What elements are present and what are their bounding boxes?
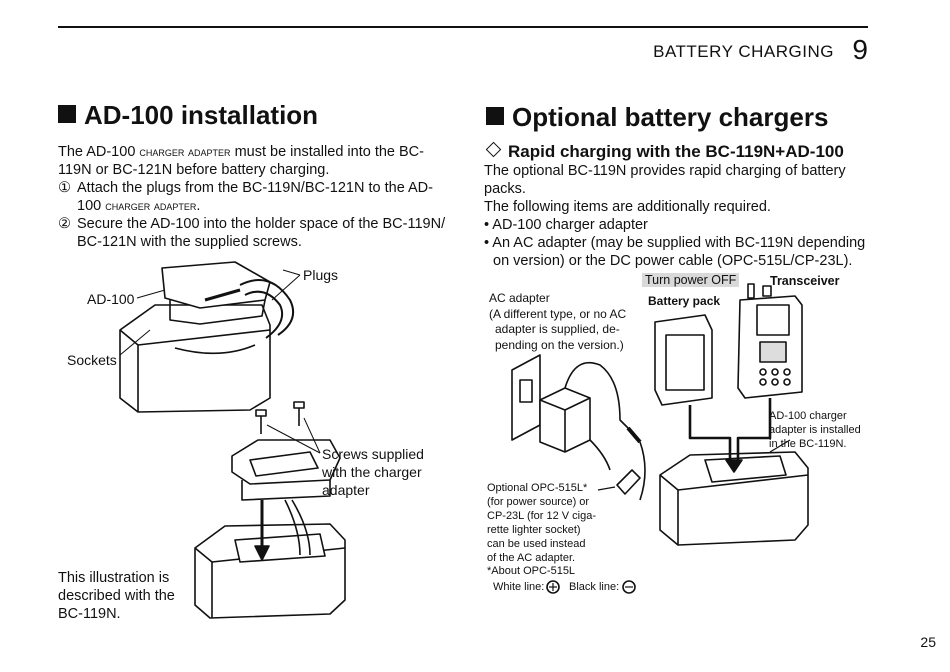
bullet-2-line-2: on version) or the DC power cable (OPC-5… <box>493 253 853 269</box>
label-battery-pack: Battery pack <box>648 294 721 308</box>
step-2-line-2: BC-121N with the supplied screws. <box>77 234 302 250</box>
step-1-line-2: 100 charger adapter. <box>77 197 433 215</box>
square-bullet-icon <box>58 105 76 123</box>
chapter-title: BATTERY CHARGING <box>653 42 834 61</box>
step-1: ① Attach the plugs from the BC-119N/BC-1… <box>58 179 448 215</box>
p2: The following items are additionally req… <box>484 199 771 215</box>
step-1-number: ① <box>58 180 71 196</box>
intro-line-1: The AD-100 charger adapter must be insta… <box>58 143 448 161</box>
right-body: The optional BC-119N provides rapid char… <box>484 162 876 270</box>
ac-note-line-2: adapter is supplied, de- <box>495 322 620 336</box>
subsection-title-text: Rapid charging with the BC-119N+AD-100 <box>508 142 844 161</box>
opc-line-4: rette lighter socket) <box>487 524 581 536</box>
label-sockets: Sockets <box>67 352 117 368</box>
opc-line-1: Optional OPC-515L* <box>487 482 588 494</box>
label-turn-power-off: Turn power OFF <box>642 273 740 287</box>
ac-note-line-3: pending on the version.) <box>495 337 624 352</box>
label-screws-line-2: with the charger <box>322 464 422 480</box>
step-2-number: ② <box>58 216 71 232</box>
step-2-line-1: Secure the AD-100 into the holder space … <box>77 216 446 232</box>
ad-installed-line-2: adapter is installed <box>769 424 861 436</box>
intro-smallcaps: charger adapter <box>139 144 231 159</box>
bullet-2-line-1: • An AC adapter (may be supplied with BC… <box>484 235 866 251</box>
opc-line-5: can be used instead <box>487 538 586 550</box>
label-screws-line-3: adapter <box>322 482 370 498</box>
subsection-title: Rapid charging with the BC-119N+AD-100 <box>484 141 844 162</box>
section-title-right: Optional battery chargers <box>486 102 828 133</box>
label-opc515l: Optional OPC-515L* (for power source) or… <box>487 481 596 565</box>
step-1-line-1: Attach the plugs from the BC-119N/BC-121… <box>77 180 433 196</box>
step-1-text-c: . <box>196 198 201 214</box>
turn-power-off-text: Turn power OFF <box>642 273 740 287</box>
section-title-right-text: Optional battery chargers <box>512 102 829 132</box>
label-screws-line-1: Screws supplied <box>322 446 424 462</box>
square-bullet-icon <box>486 107 504 125</box>
label-about-opc515l: *About OPC-515L <box>487 565 576 577</box>
label-ad100: AD-100 <box>87 291 135 307</box>
illustration-note: This illustration is described with the … <box>58 569 175 623</box>
opc-line-3: CP-23L (for 12 V ciga- <box>487 510 597 522</box>
section-title-left: AD-100 installation <box>58 100 318 131</box>
bullet-1: • AD-100 charger adapter <box>484 217 648 233</box>
p1-line-2: packs. <box>484 181 526 197</box>
note-line-3: BC-119N. <box>58 606 121 622</box>
p1-line-1: The optional BC-119N provides rapid char… <box>484 163 846 179</box>
ac-note-line-1: (A different type, or no AC <box>489 306 627 321</box>
page-number: 25 <box>920 634 936 650</box>
section-title-left-text: AD-100 installation <box>84 100 319 130</box>
note-line-2: described with the <box>58 588 175 604</box>
intro-text-1: The AD-100 <box>58 144 140 160</box>
step-2: ② Secure the AD-100 into the holder spac… <box>58 215 448 251</box>
opc-line-2: (for power source) or <box>487 496 590 508</box>
label-plugs: Plugs <box>303 267 339 283</box>
ad-installed-line-3: in the BC-119N. <box>769 438 847 450</box>
intro-text-2: must be installed into the BC- <box>230 144 424 160</box>
opc-line-6: of the AC adapter. <box>487 552 576 564</box>
step-1-smallcaps: charger adapter <box>105 198 197 213</box>
label-transceiver: Transceiver <box>770 274 840 288</box>
label-white-line: White line: <box>493 581 545 593</box>
label-screws: Screws supplied with the charger adapter <box>322 445 424 499</box>
step-1-text-b: 100 <box>77 198 106 214</box>
ac-adapter-title: AC adapter <box>489 291 550 305</box>
intro-line-2: 119N or BC-121N before battery charging. <box>58 162 330 178</box>
header-rule <box>58 26 868 28</box>
note-line-1: This illustration is <box>58 570 170 586</box>
ad-installed-line-1: AD-100 charger <box>769 410 847 422</box>
label-ad100-installed: AD-100 charger adapter is installed in t… <box>769 409 861 451</box>
chapter-number: 9 <box>852 34 868 65</box>
label-ac-adapter: AC adapter (A different type, or no AC a… <box>489 291 626 353</box>
left-body: The AD-100 charger adapter must be insta… <box>58 143 448 251</box>
label-black-line: Black line: <box>569 581 620 593</box>
